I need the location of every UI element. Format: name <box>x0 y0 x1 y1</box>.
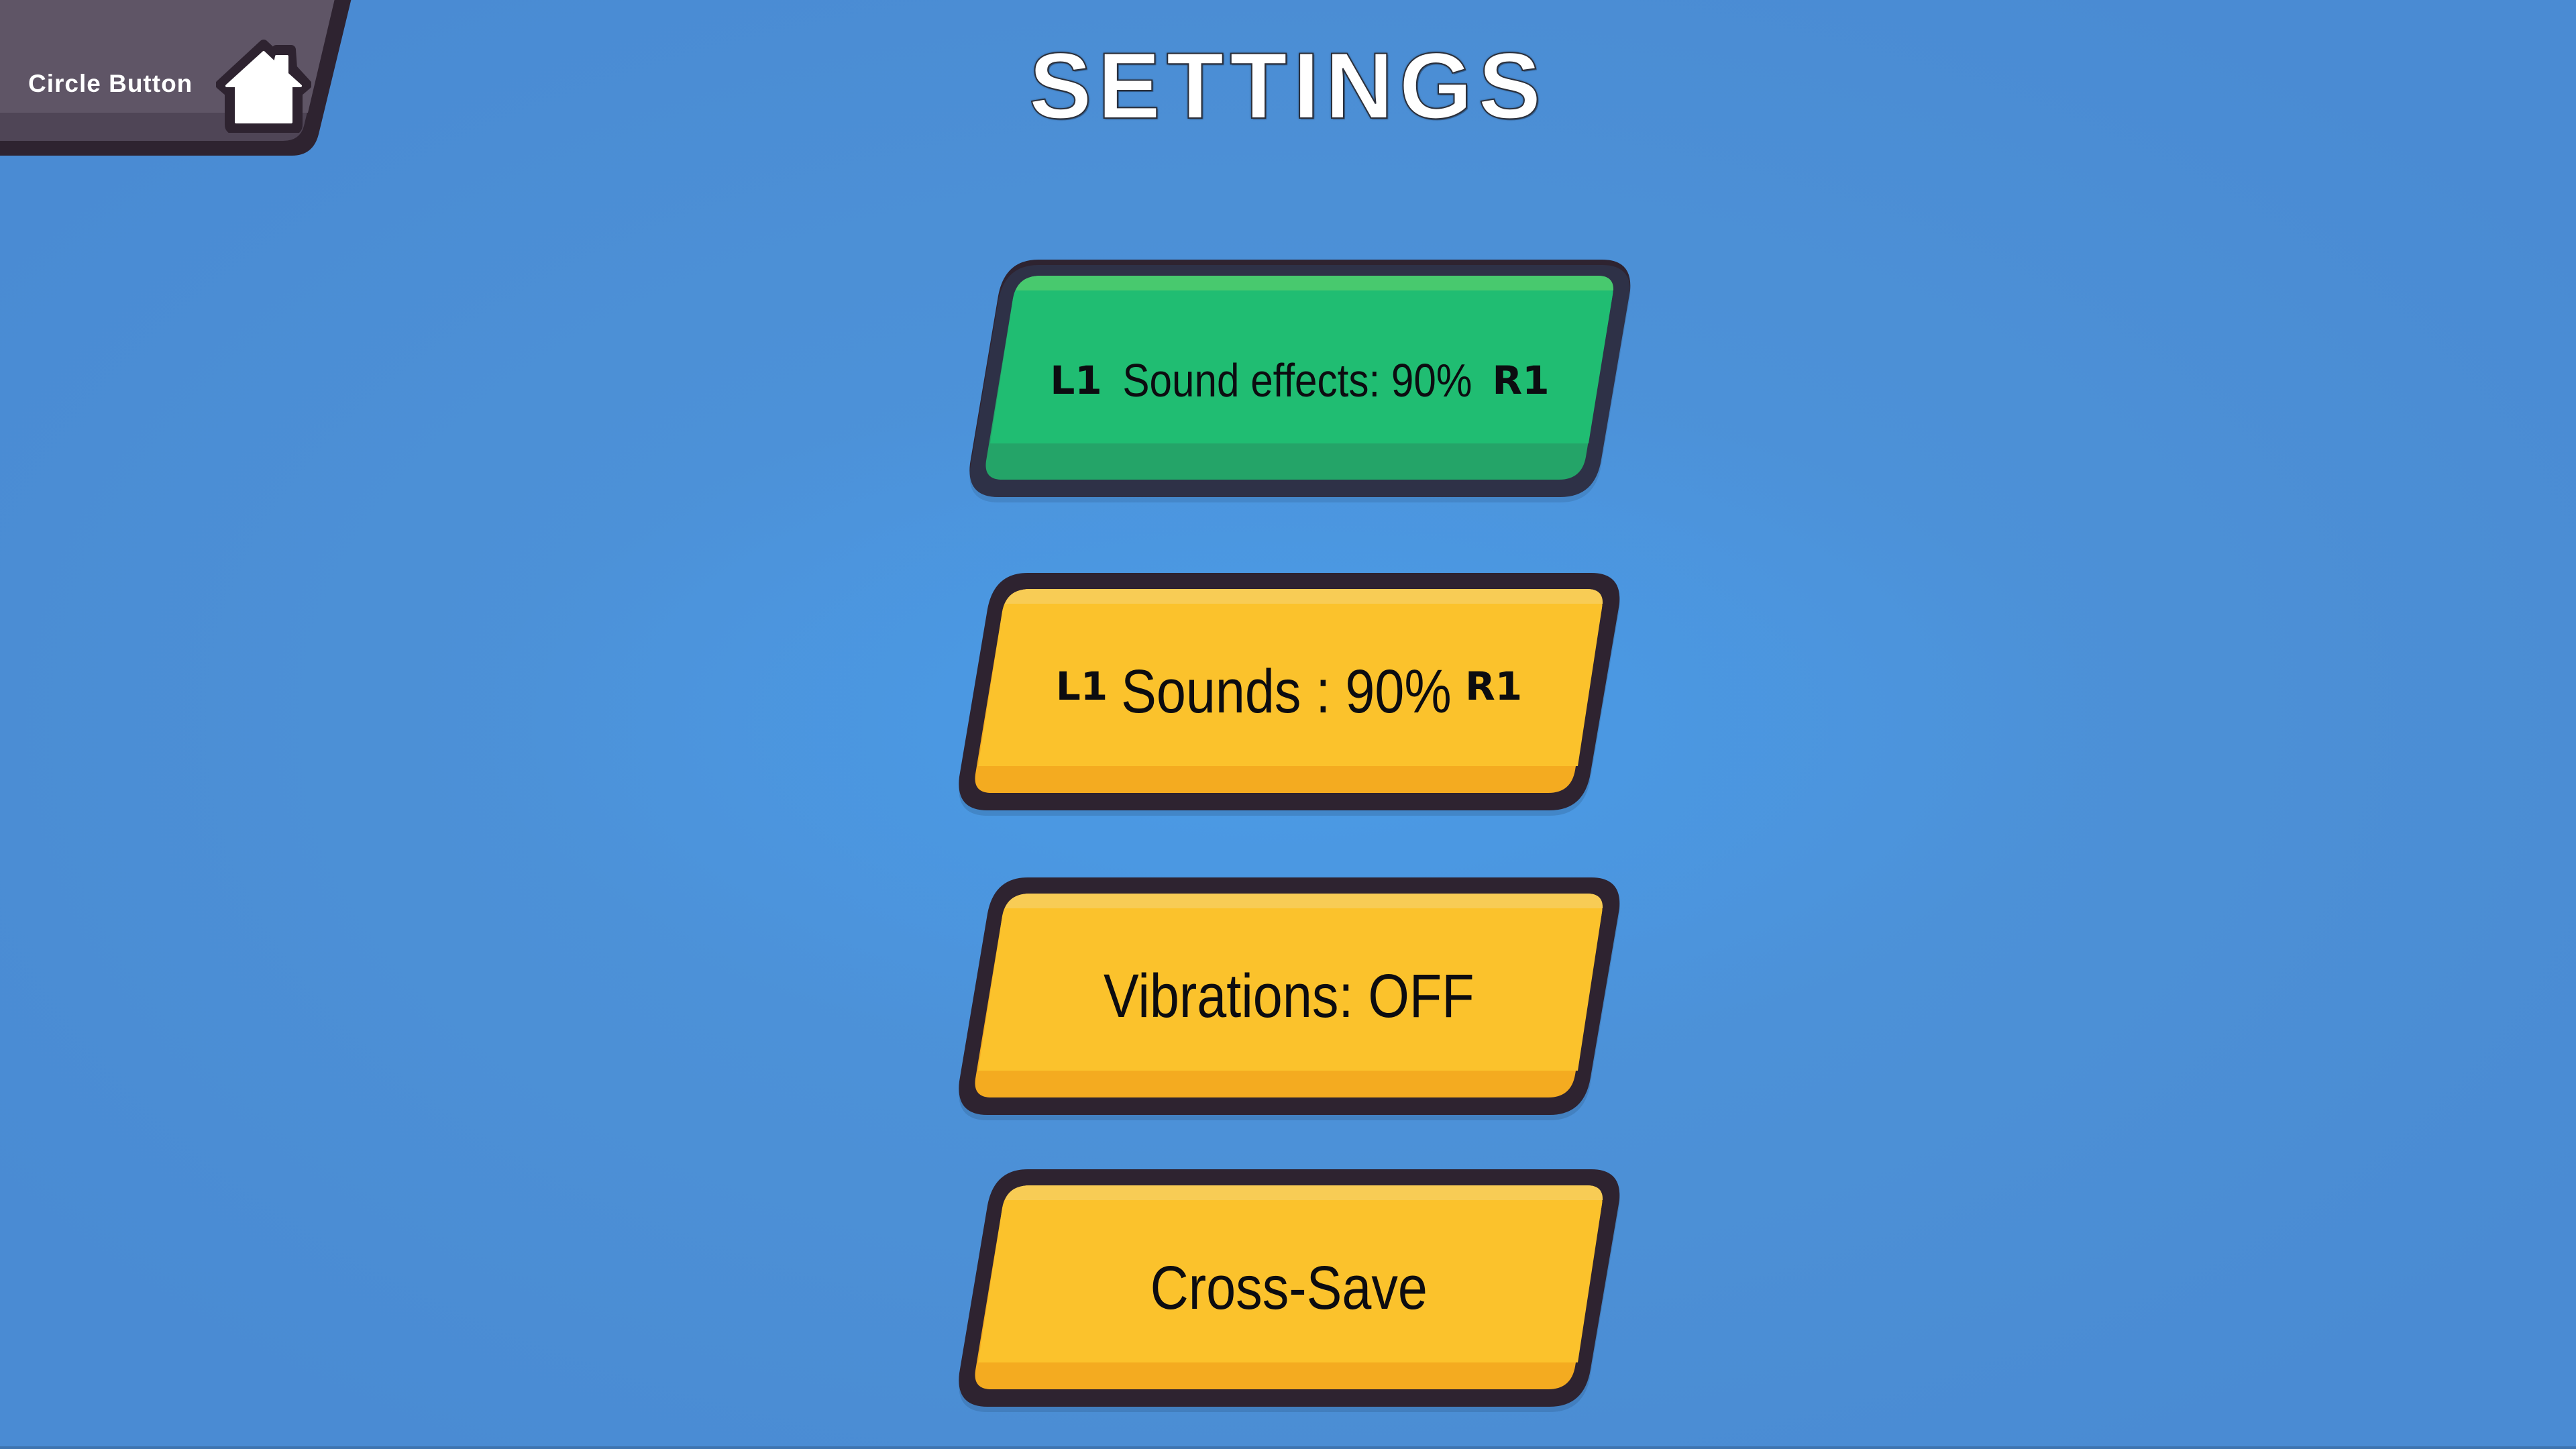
r1-hint-icon: R1 <box>1492 358 1550 403</box>
page-title: SETTINGS <box>1028 33 1548 138</box>
back-home-panel[interactable]: Circle Button <box>0 0 358 160</box>
l1-hint-icon: L1 <box>1050 358 1102 403</box>
circle-button-label: Circle Button <box>28 70 193 97</box>
sounds-label: Sounds : 90% <box>1121 657 1452 726</box>
bottom-edge <box>0 1446 2576 1449</box>
cross-save-label: Cross-Save <box>1150 1253 1428 1322</box>
r1-hint-icon: R1 <box>1465 663 1523 709</box>
sound-effects-label: Sound effects: 90% <box>1122 354 1472 407</box>
home-icon[interactable] <box>216 39 311 133</box>
sound-effects-button[interactable]: L1 Sound effects: 90% R1 <box>966 258 1633 502</box>
vibrations-button[interactable]: Vibrations: OFF <box>955 876 1623 1120</box>
vibrations-label: Vibrations: OFF <box>1104 961 1474 1030</box>
cross-save-button[interactable]: Cross-Save <box>955 1168 1623 1412</box>
l1-hint-icon: L1 <box>1055 663 1108 709</box>
sounds-button[interactable]: L1 Sounds : 90% R1 <box>955 572 1623 816</box>
